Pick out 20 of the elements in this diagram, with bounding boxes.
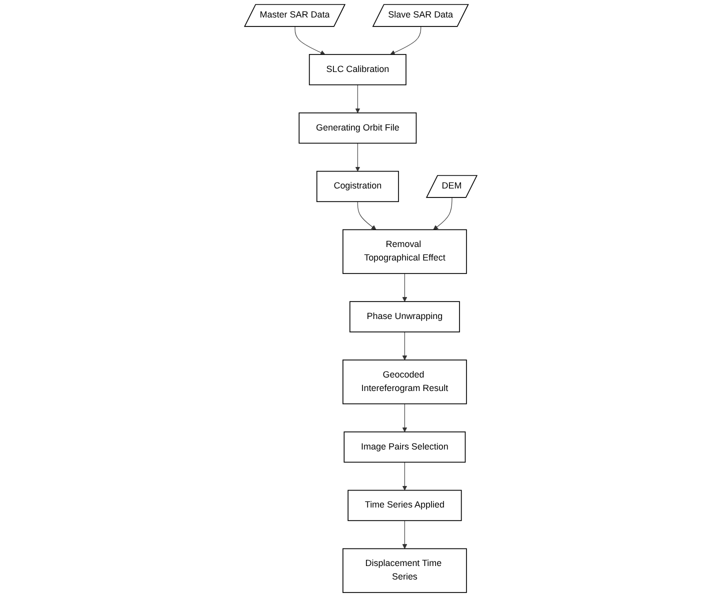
node-box: Cogistration xyxy=(316,170,399,202)
node-box: Phase Unwrapping xyxy=(349,301,460,332)
arrow xyxy=(294,26,325,55)
arrow xyxy=(402,462,407,491)
arrow xyxy=(402,332,407,360)
arrow xyxy=(357,201,376,230)
node-box: SLC Calibration xyxy=(308,54,406,86)
arrow xyxy=(354,84,360,114)
node-box: Geocoded Intereferogram Result xyxy=(342,360,467,404)
arrow xyxy=(432,197,452,230)
arrow xyxy=(402,273,407,302)
arrow xyxy=(402,404,407,432)
arrow xyxy=(354,142,360,172)
arrow xyxy=(390,26,421,55)
node-box: Time Series Applied xyxy=(347,490,462,522)
node-box: Image Pairs Selection xyxy=(343,431,466,463)
node-box: Generating Orbit File xyxy=(298,112,416,144)
node-box: Displacement Time Series xyxy=(342,548,467,593)
node-box: Removal Topographical Effect xyxy=(342,229,467,274)
arrow xyxy=(402,520,407,549)
